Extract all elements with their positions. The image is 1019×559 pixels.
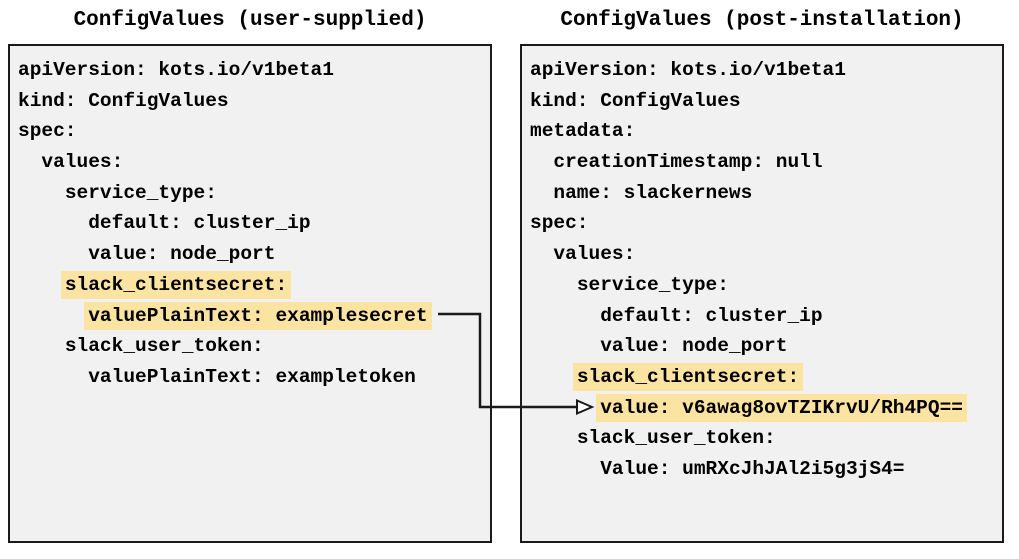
yaml-line: slack_clientsecret: [18,270,486,301]
yaml-indent [530,182,553,204]
yaml-text: value: node_port [600,335,788,358]
yaml-indent [530,397,600,419]
yaml-text: spec: [530,212,589,235]
yaml-line: value: node_port [18,239,486,270]
yaml-indent [530,305,600,327]
yaml-text: slack_user_token: [576,427,776,450]
yaml-indent [18,274,65,296]
yaml-line: name: slackernews [530,178,998,209]
yaml-line: Value: umRXcJhJAl2i5g3jS4= [530,454,998,485]
yaml-text: metadata: [530,120,636,143]
yaml-text: Value: umRXcJhJAl2i5g3jS4= [600,457,905,480]
yaml-line: service_type: [530,270,998,301]
yaml-indent [530,458,600,480]
yaml-line: kind: ConfigValues [530,86,998,117]
config-values-user-supplied-panel: apiVersion: kots.io/v1beta1 kind: ConfigV… [8,44,492,543]
yaml-line: slack_clientsecret: [530,362,998,393]
yaml-indent [18,305,88,327]
right-panel-title: ConfigValues (post-installation) [560,9,964,32]
config-values-post-installation-panel: apiVersion: kots.io/v1beta1 kind: ConfigV… [520,44,1004,543]
yaml-indent [530,427,577,449]
left-panel-title: ConfigValues (user-supplied) [73,9,427,32]
yaml-text: values: [41,151,124,174]
yaml-line: creationTimestamp: null [530,147,998,178]
yaml-indent [530,274,577,296]
yaml-text: name: slackernews [553,181,753,204]
yaml-text: kind: ConfigValues [18,89,229,112]
yaml-indent [18,243,88,265]
yaml-line: service_type: [18,178,486,209]
yaml-text: apiVersion: kots.io/v1beta1 [530,59,846,81]
yaml-indent [530,366,577,388]
yaml-line: values: [530,239,998,270]
highlighted-yaml-text: valuePlainText: examplesecret [84,301,432,330]
yaml-indent [18,182,65,204]
yaml-line: default: cluster_ip [18,208,486,239]
yaml-indent [530,151,553,173]
yaml-text: service_type: [576,273,729,296]
yaml-line: valuePlainText: examplesecret [18,301,486,332]
yaml-line: metadata: [530,116,998,147]
yaml-text: service_type: [64,181,217,204]
yaml-text: valuePlainText: exampletoken [88,365,416,388]
yaml-line: kind: ConfigValues [18,86,486,117]
yaml-indent [18,366,88,388]
yaml-text: slack_user_token: [64,335,264,358]
yaml-indent [530,243,553,265]
yaml-text: default: cluster_ip [600,304,823,327]
yaml-line: default: cluster_ip [530,301,998,332]
highlighted-yaml-text: slack_clientsecret: [572,362,804,391]
yaml-line: slack_user_token: [530,423,998,454]
yaml-line: value: node_port [530,331,998,362]
yaml-line: spec: [530,208,998,239]
yaml-line: spec: [18,116,486,147]
yaml-indent [530,335,600,357]
yaml-indent [18,212,88,234]
yaml-text: apiVersion: kots.io/v1beta1 [18,59,334,81]
yaml-line: apiVersion: kots.io/v1beta1 [530,55,998,86]
yaml-line: value: v6awag8ovTZIKrvU/Rh4PQ== [530,393,998,424]
yaml-line: apiVersion: kots.io/v1beta1 [18,55,486,86]
yaml-line: values: [18,147,486,178]
yaml-indent [18,335,65,357]
yaml-text: creationTimestamp: null [553,151,823,174]
yaml-indent [18,151,41,173]
highlighted-yaml-text: slack_clientsecret: [60,270,292,299]
yaml-text: default: cluster_ip [88,212,311,235]
yaml-text: spec: [18,120,77,143]
yaml-line: valuePlainText: exampletoken [18,362,486,393]
yaml-text: values: [553,243,636,266]
yaml-line: slack_user_token: [18,331,486,362]
highlighted-yaml-text: value: v6awag8ovTZIKrvU/Rh4PQ== [596,393,967,422]
yaml-text: value: node_port [88,243,276,266]
yaml-text: kind: ConfigValues [530,89,741,112]
